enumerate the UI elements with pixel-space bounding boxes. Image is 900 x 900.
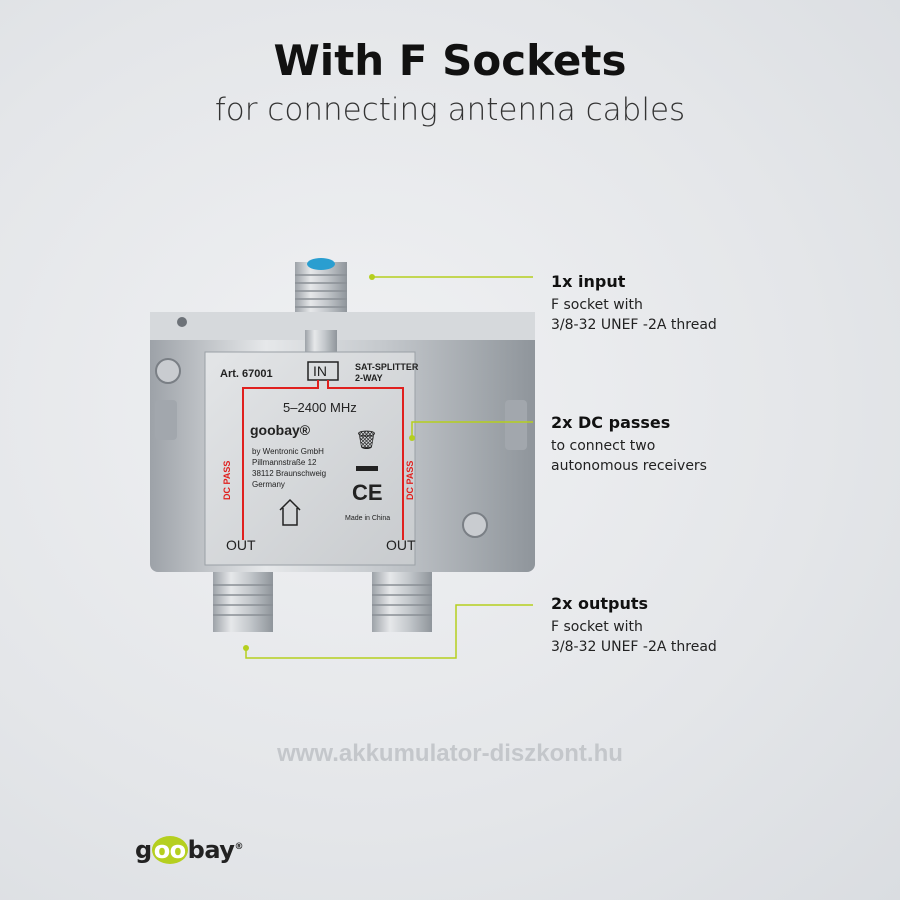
- callout-heading: 2x DC passes: [551, 413, 671, 432]
- logo-part: g: [135, 836, 152, 864]
- type-line-2: 2-WAY: [355, 373, 383, 383]
- address-line: Germany: [252, 480, 285, 489]
- callout-dc-passes: 2x DC passes to connect two autonomous r…: [551, 413, 707, 476]
- screw: [462, 512, 488, 538]
- house-icon: [279, 498, 301, 526]
- out-label-right: OUT: [386, 537, 416, 553]
- out-label-left: OUT: [226, 537, 256, 553]
- callout-dot: [369, 274, 375, 280]
- address-line: 38112 Braunschweig: [252, 469, 327, 478]
- frequency-range: 5–2400 MHz: [283, 400, 357, 415]
- callout-heading: 1x input: [551, 272, 626, 291]
- callout-text: F socket with: [551, 297, 643, 313]
- in-label: IN: [313, 363, 327, 379]
- callout-text: 3/8-32 UNEF -2A thread: [551, 639, 717, 655]
- ce-mark-icon: CE: [352, 480, 383, 505]
- screw: [155, 358, 181, 384]
- page-subtitle: for connecting antenna cables: [214, 92, 686, 128]
- manufacturer-address: by Wentronic GmbH Pillmannstraße 12 3811…: [252, 446, 326, 490]
- callout-dot: [409, 435, 415, 441]
- callout-dot: [243, 645, 249, 651]
- output-connector-right: [372, 572, 432, 632]
- output-connector-left: [213, 572, 273, 632]
- article-number: Art. 67001: [220, 368, 273, 380]
- weee-bin-icon: 🗑: [355, 430, 378, 450]
- callout-text: autonomous receivers: [551, 458, 707, 474]
- device-brand: goobay®: [250, 422, 311, 438]
- type-line-1: SAT-SPLITTER: [355, 362, 419, 372]
- callout-outputs: 2x outputs F socket with 3/8-32 UNEF -2A…: [551, 594, 717, 657]
- address-line: by Wentronic GmbH: [252, 447, 324, 456]
- input-socket-insulator: [307, 258, 335, 270]
- callout-heading: 2x outputs: [551, 594, 649, 613]
- callout-line-dc: [411, 421, 533, 438]
- callout-line-outputs: [245, 604, 533, 659]
- made-in: Made in China: [345, 515, 391, 522]
- address-line: Pillmannstraße 12: [252, 458, 317, 467]
- page-title: With F Sockets: [273, 36, 627, 85]
- logo-part: oo: [151, 836, 188, 864]
- callout-text: 3/8-32 UNEF -2A thread: [551, 317, 717, 333]
- logo-part: ®: [234, 842, 243, 852]
- callout-input: 1x input F socket with 3/8-32 UNEF -2A t…: [551, 272, 717, 335]
- callout-text: to connect two: [551, 438, 656, 454]
- goobay-logo: goobay®: [135, 836, 243, 864]
- callout-text: F socket with: [551, 619, 643, 635]
- logo-part: bay: [187, 836, 235, 864]
- watermark: www.akkumulator-diszkont.hu: [277, 740, 623, 767]
